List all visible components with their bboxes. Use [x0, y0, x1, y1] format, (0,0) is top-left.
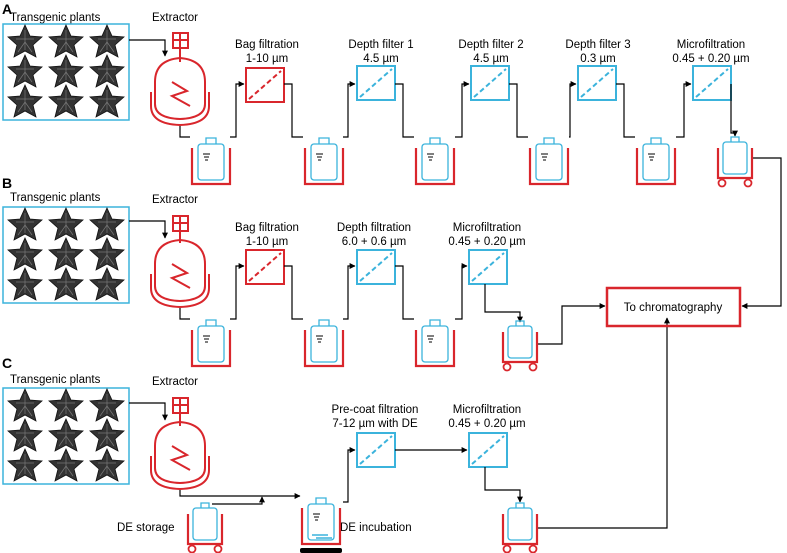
holding-tank-a3: [414, 137, 456, 186]
section-b: B Transgenic plants Extractor Bag filtra…: [2, 175, 606, 345]
extractor-label: Extractor: [152, 12, 198, 24]
filter-spec: 4.5 µm: [363, 53, 398, 65]
section-letter: C: [2, 355, 12, 371]
filter-a3: Depth filter 2 4.5 µm: [458, 39, 524, 101]
plants-box: [2, 23, 130, 121]
filter-a2: Depth filter 1 4.5 µm: [348, 39, 414, 101]
filter-title: Bag filtration: [235, 39, 299, 51]
holding-tank-b2: [303, 319, 345, 368]
extractor-label: Extractor: [152, 194, 198, 206]
de-storage-label: DE storage: [117, 522, 175, 534]
filter-b3: Microfiltration 0.45 + 0.20 µm: [448, 222, 526, 285]
filter-spec: 0.45 + 0.20 µm: [448, 418, 525, 430]
filter-title: Depth filtration: [337, 222, 411, 234]
extractor-label: Extractor: [152, 376, 198, 388]
filter-a5: Microfiltration 0.45 + 0.20 µm: [672, 39, 750, 101]
holding-tank-a1: [190, 137, 232, 186]
mobile-bag-a: [716, 136, 754, 188]
plants-label: Transgenic plants: [10, 12, 101, 24]
filter-title: Microfiltration: [453, 404, 521, 416]
filter-title: Microfiltration: [453, 222, 521, 234]
tank-layer: [186, 136, 754, 553]
filter-spec: 1-10 µm: [246, 236, 288, 248]
holding-tank-a5: [635, 137, 677, 186]
filter-title: Bag filtration: [235, 222, 299, 234]
filter-spec: 0.45 + 0.20 µm: [448, 236, 525, 248]
de-incubation-label: DE incubation: [340, 522, 412, 534]
extractor-vessel: [150, 32, 210, 127]
filter-a4: Depth filter 3 0.3 µm: [565, 39, 631, 101]
mobile-bag-c: [501, 502, 539, 553]
filter-title: Depth filter 2: [458, 39, 523, 51]
plants-label: Transgenic plants: [10, 192, 101, 204]
section-letter: B: [2, 175, 12, 191]
plants-box: [2, 387, 130, 485]
filter-spec: 7-12 µm with DE: [332, 418, 418, 430]
holding-tank-b3: [414, 319, 456, 368]
holding-tank-a4: [528, 137, 570, 186]
chromatography-label: To chromatography: [624, 302, 723, 314]
filter-spec: 0.3 µm: [580, 53, 615, 65]
filter-spec: 0.45 + 0.20 µm: [672, 53, 749, 65]
section-a: A Transgenic plants Extractor Bag filtra…: [2, 1, 782, 309]
filter-a1: Bag filtration 1-10 µm: [235, 39, 299, 103]
section-c: C Transgenic plants Extractor Pre-coat f…: [2, 317, 670, 534]
plants-label: Transgenic plants: [10, 374, 101, 386]
filter-title: Depth filter 3: [565, 39, 630, 51]
chromatography-box: To chromatography: [605, 286, 742, 328]
section-letter: A: [2, 1, 12, 17]
de-storage-bag: [186, 502, 224, 553]
filter-spec: 4.5 µm: [473, 53, 508, 65]
filter-spec: 1-10 µm: [246, 53, 288, 65]
extractor-vessel: [150, 215, 210, 309]
filter-b1: Bag filtration 1-10 µm: [235, 222, 299, 285]
holding-tank-a2: [303, 137, 345, 186]
filter-spec: 6.0 + 0.6 µm: [342, 236, 406, 248]
holding-tank-b1: [190, 319, 232, 368]
filter-c1: Pre-coat filtration 7-12 µm with DE: [332, 404, 419, 468]
mobile-bag-b: [501, 320, 539, 372]
filter-title: Microfiltration: [677, 39, 745, 51]
filter-b2: Depth filtration 6.0 + 0.6 µm: [337, 222, 411, 285]
filter-c2: Microfiltration 0.45 + 0.20 µm: [448, 404, 526, 468]
filter-title: Pre-coat filtration: [332, 404, 419, 416]
extractor-vessel: [150, 397, 210, 491]
de-incubation-tank: [300, 497, 342, 553]
filter-title: Depth filter 1: [348, 39, 413, 51]
plants-box: [2, 206, 130, 304]
